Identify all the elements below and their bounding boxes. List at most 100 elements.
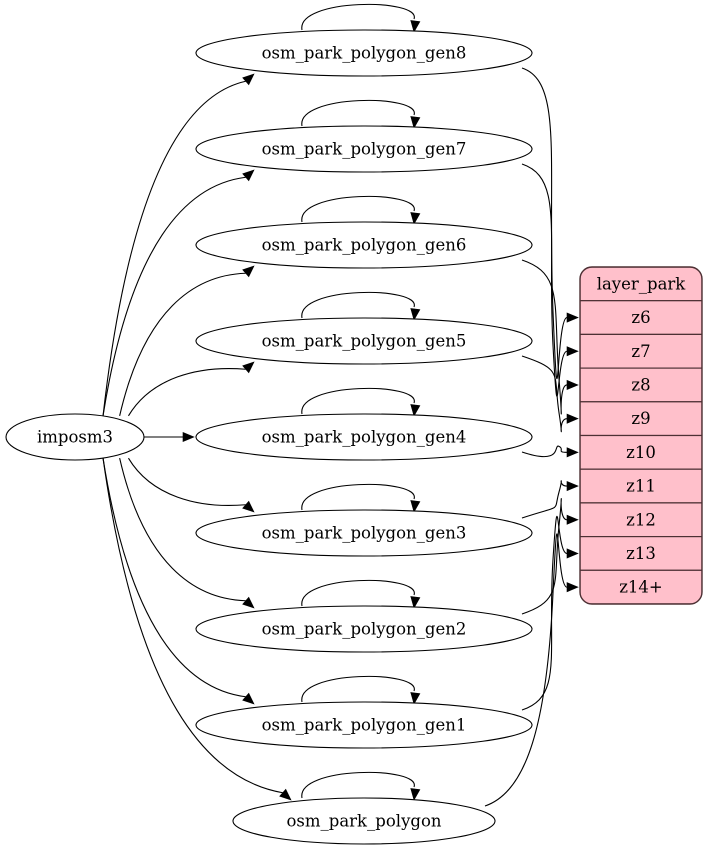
node-ellipse[interactable] xyxy=(195,317,533,365)
self-loop-arrowhead-gen5 xyxy=(410,308,421,321)
self-loop-arrowhead-gen2 xyxy=(410,596,421,609)
edge-gen8-to-z6 xyxy=(521,67,568,380)
edge-imposm3-to-gen1 xyxy=(102,458,246,698)
table-header-label: layer_park xyxy=(597,274,687,293)
node-label: osm_park_polygon_gen7 xyxy=(262,140,467,159)
arrowhead-gen8-to-z6 xyxy=(566,312,579,323)
table-row-z14plus[interactable] xyxy=(580,569,702,604)
arrowhead-gen7-to-z7 xyxy=(566,346,579,357)
node-gen4[interactable]: osm_park_polygon_gen4 xyxy=(195,413,533,461)
arrowhead-imposm3-to-gen2 xyxy=(242,596,255,609)
self-loop-arrowhead-gen7 xyxy=(410,116,421,129)
table-row-label: z10 xyxy=(626,443,656,462)
node-ellipse[interactable] xyxy=(195,701,533,749)
node-imposm3[interactable]: imposm3 xyxy=(5,413,145,461)
node-label: osm_park_polygon_gen4 xyxy=(262,428,467,447)
table-row-label: z12 xyxy=(626,510,656,529)
arrowhead-gen2-to-z12 xyxy=(566,514,579,525)
node-label: osm_park_polygon_gen1 xyxy=(262,716,467,735)
self-loop-edge-gen2 xyxy=(301,579,415,607)
edges-layer xyxy=(102,3,579,807)
node-ellipse[interactable] xyxy=(195,413,533,461)
node-ellipse[interactable] xyxy=(232,797,496,845)
node-gen5[interactable]: osm_park_polygon_gen5 xyxy=(195,317,533,365)
table-row-z10[interactable] xyxy=(580,434,702,470)
self-loop-arrowhead-gen6 xyxy=(410,212,421,225)
node-label: osm_park_polygon_gen5 xyxy=(262,332,467,351)
arrowhead-gen5-to-z9 xyxy=(566,413,579,424)
node-ellipse[interactable] xyxy=(195,221,533,269)
self-loop-edge-base xyxy=(301,771,415,799)
node-label: osm_park_polygon_gen8 xyxy=(262,44,467,63)
arrowhead-base-to-z14plus xyxy=(566,582,579,593)
edge-imposm3-to-gen3 xyxy=(127,457,246,506)
arrowhead-imposm3-to-gen1 xyxy=(242,692,255,705)
edge-imposm3-to-gen5 xyxy=(127,368,246,417)
edge-imposm3-to-gen6 xyxy=(119,272,246,416)
self-loop-arrowhead-gen1 xyxy=(410,692,421,705)
node-ellipse[interactable] xyxy=(5,413,145,461)
edge-imposm3-to-base xyxy=(102,458,283,794)
node-gen6[interactable]: osm_park_polygon_gen6 xyxy=(195,221,533,269)
self-loop-edge-gen1 xyxy=(301,675,415,703)
node-gen3[interactable]: osm_park_polygon_gen3 xyxy=(195,509,533,557)
node-gen2[interactable]: osm_park_polygon_gen2 xyxy=(195,605,533,653)
table-row-label: z9 xyxy=(631,409,650,428)
node-gen8[interactable]: osm_park_polygon_gen8 xyxy=(195,29,533,77)
arrowhead-imposm3-to-gen3 xyxy=(242,500,255,513)
node-gen7[interactable]: osm_park_polygon_gen7 xyxy=(195,125,533,173)
self-loop-edge-gen7 xyxy=(301,99,415,127)
arrowhead-imposm3-to-gen6 xyxy=(242,265,255,278)
node-ellipse[interactable] xyxy=(195,605,533,653)
table-row-label: z11 xyxy=(626,477,656,496)
self-loop-arrowhead-gen3 xyxy=(410,500,421,513)
node-ellipse[interactable] xyxy=(195,509,533,557)
edge-gen4-to-z10 xyxy=(521,445,568,458)
node-label: osm_park_polygon_gen2 xyxy=(262,620,467,639)
node-gen1[interactable]: osm_park_polygon_gen1 xyxy=(195,701,533,749)
self-loop-edge-gen5 xyxy=(301,291,415,319)
table-row-label: z6 xyxy=(631,308,650,327)
edge-imposm3-to-gen8 xyxy=(102,80,246,416)
edge-imposm3-to-gen7 xyxy=(102,176,246,416)
table-outline xyxy=(579,266,703,605)
arrowhead-gen6-to-z8 xyxy=(566,379,579,391)
table-row-z13[interactable] xyxy=(580,535,702,571)
node-ellipse[interactable] xyxy=(195,29,533,77)
arrowhead-gen4-to-z10 xyxy=(566,447,579,458)
arrowhead-imposm3-to-gen5 xyxy=(242,361,255,374)
arrowhead-gen3-to-z11 xyxy=(566,480,579,492)
self-loop-edge-gen4 xyxy=(301,387,415,415)
self-loop-arrowhead-gen8 xyxy=(410,20,421,33)
nodes-layer: imposm3 osm_park_polygon_gen8 osm_park_pol… xyxy=(5,29,533,845)
edge-gen7-to-z7 xyxy=(521,163,568,397)
edge-gen1-to-z13 xyxy=(521,515,568,711)
self-loop-edge-gen6 xyxy=(301,195,415,223)
arrowhead-imposm3-to-gen7 xyxy=(242,169,255,182)
edge-gen6-to-z8 xyxy=(521,259,568,415)
node-base[interactable]: osm_park_polygon xyxy=(232,797,496,845)
table-row-label: z14+ xyxy=(619,578,663,597)
table-row-label: z13 xyxy=(626,544,656,563)
edge-base-to-z14plus xyxy=(484,533,568,807)
self-loop-arrowhead-gen4 xyxy=(410,404,421,417)
node-label: imposm3 xyxy=(37,428,113,447)
self-loop-edge-gen8 xyxy=(301,3,415,31)
self-loop-arrowhead-base xyxy=(410,788,421,801)
arrowhead-imposm3-to-gen4 xyxy=(182,431,195,443)
arrowhead-imposm3-to-base xyxy=(279,788,292,801)
node-label: osm_park_polygon_gen3 xyxy=(262,524,467,543)
table-row-z12[interactable] xyxy=(580,502,702,538)
edge-gen5-to-z9 xyxy=(521,355,568,433)
node-label: osm_park_polygon xyxy=(286,812,441,831)
self-loop-edge-gen3 xyxy=(301,483,415,511)
arrowhead-imposm3-to-gen8 xyxy=(242,73,255,86)
node-label: osm_park_polygon_gen6 xyxy=(262,236,467,255)
node-ellipse[interactable] xyxy=(195,125,533,173)
table-row-z8[interactable] xyxy=(580,367,702,403)
edge-gen3-to-z11 xyxy=(521,480,568,519)
arrowhead-gen1-to-z13 xyxy=(566,548,579,559)
